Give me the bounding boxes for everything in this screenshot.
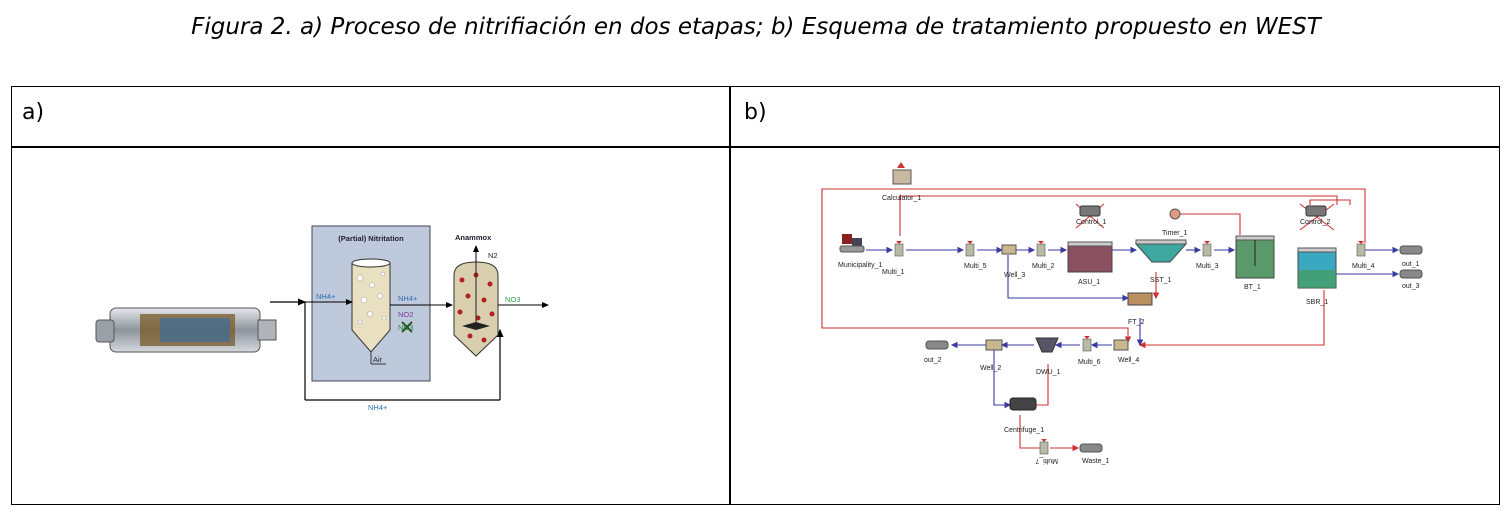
- waste-icon: [1079, 443, 1103, 453]
- well-2-label: Well_2: [980, 365, 1001, 372]
- timer-label: Timer_1: [1162, 230, 1188, 237]
- multi-5-icon: [965, 240, 975, 257]
- out-3-icon: [1399, 269, 1423, 279]
- table-frame: [11, 86, 1500, 505]
- well-3-label: Well_3: [1004, 272, 1025, 279]
- panel-a-label: a): [22, 100, 45, 125]
- panel-b-diagram: Calculator_1 Municipality_1 Multi_1 Mult…: [821, 162, 1423, 465]
- cross-mark-icon: [401, 321, 413, 333]
- no2-label: NO2: [398, 310, 413, 319]
- sst-label: SST_1: [1150, 277, 1172, 284]
- calculator-label: Calculator_1: [882, 195, 921, 202]
- nitritation-title: (Partial) Nitritation: [338, 234, 404, 243]
- multi-4-icon: [1356, 240, 1366, 257]
- bypass-nh4-label: NH4+: [368, 403, 388, 412]
- bt-tank-icon: [1235, 235, 1275, 279]
- asu-tank-icon: [1067, 241, 1113, 273]
- out-2-icon: [925, 340, 949, 350]
- sst-clarifier-icon: [1134, 239, 1188, 263]
- multi-2-icon: [1036, 240, 1046, 257]
- multi-5-label: Multi_5: [964, 263, 987, 270]
- centrifuge-icon: [1009, 397, 1037, 411]
- air-label: Air: [373, 355, 383, 364]
- figure-caption: Figura 2. a) Proceso de nitrifiación en …: [191, 14, 1321, 40]
- multi-3-label: Multi_3: [1196, 263, 1219, 270]
- calculator-icon: [892, 162, 912, 185]
- asu-label: ASU_1: [1078, 279, 1100, 286]
- control-2-icon: [1305, 205, 1327, 217]
- no3-out-label: NO3: [505, 295, 520, 304]
- well-4-icon: [1113, 339, 1129, 351]
- anammox-title: Anammox: [455, 233, 492, 242]
- column-divider: [729, 86, 731, 505]
- out-1-icon: [1399, 245, 1423, 255]
- multi-1-icon: [894, 240, 904, 257]
- centrifuge-label: Centrifuge_1: [1004, 427, 1044, 434]
- out-2-label: out_2: [924, 357, 942, 364]
- n2-label: N2: [488, 251, 498, 260]
- control-1-icon: [1079, 205, 1101, 217]
- multi-2-label: Multi_2: [1032, 263, 1055, 270]
- sbr-label: SBR_1: [1306, 299, 1328, 306]
- nh4-in-label: NH4+: [316, 292, 336, 301]
- decanter-centrifuge-icon: [95, 307, 277, 353]
- header-divider: [11, 146, 1500, 148]
- multi-3-icon: [1202, 240, 1212, 257]
- multi-7-icon: [1039, 438, 1049, 455]
- multi-4-label: Multi_4: [1352, 263, 1375, 270]
- waste-label: Waste_1: [1082, 458, 1109, 465]
- control-2-label: Control_2: [1300, 219, 1330, 226]
- out-3-label: out_3: [1402, 283, 1420, 290]
- municipality-label: Municipality_1: [838, 262, 882, 269]
- out-1-label: out_1: [1402, 261, 1420, 268]
- well-2-icon: [985, 339, 1003, 351]
- ft-label: FT_2: [1128, 319, 1144, 326]
- multi-6-icon: [1082, 335, 1092, 352]
- municipality-icon: [839, 234, 865, 253]
- well-4-label: Well_4: [1118, 357, 1139, 364]
- sbr-tank-icon: [1297, 247, 1337, 289]
- dwu-label: DWU_1: [1036, 369, 1061, 376]
- bt-label: BT_1: [1244, 284, 1261, 291]
- ft-thickener-icon: [1127, 292, 1153, 306]
- multi-1-label: Multi_1: [882, 269, 905, 276]
- well-3-icon: [1001, 244, 1017, 255]
- multi-6-label: Multi_6: [1078, 359, 1101, 366]
- timer-icon: [1169, 208, 1181, 220]
- nh4-out-label: NH4+: [398, 294, 418, 303]
- control-1-label: Control_1: [1076, 219, 1106, 226]
- panel-a-diagram: (Partial) Nitritation Air NH4+ NH4+ NO2 …: [95, 225, 549, 412]
- panel-b-label: b): [744, 100, 767, 125]
- multi-7-label: Multi_7: [1035, 457, 1058, 464]
- dwu-icon: [1035, 337, 1059, 353]
